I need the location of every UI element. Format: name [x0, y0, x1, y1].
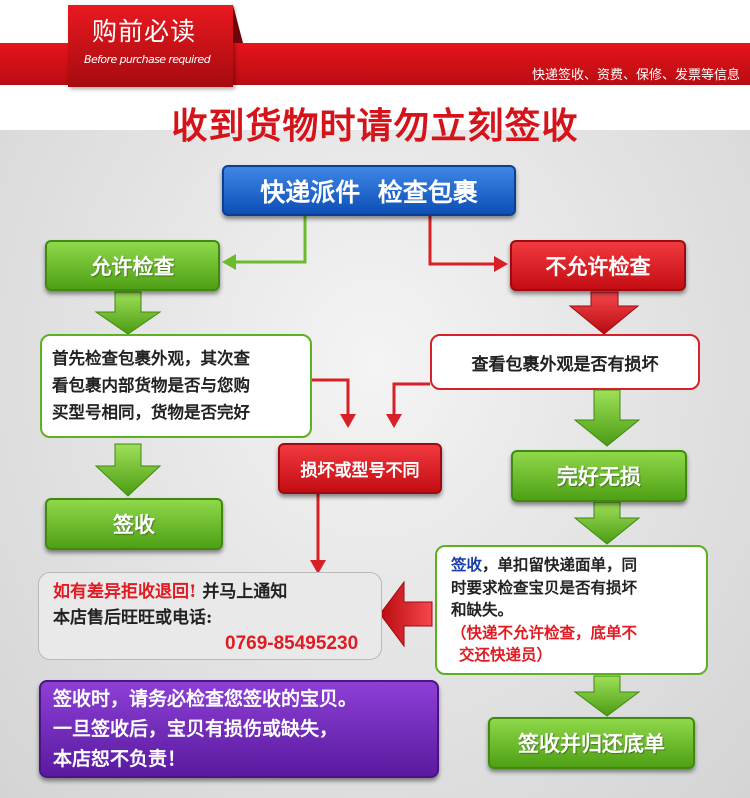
node-allow-check: 允许检查 — [45, 240, 220, 291]
node-intact: 完好无损 — [511, 450, 687, 502]
reject-notice-line-1: 如有差异拒收退回! 并马上通知 — [53, 579, 381, 605]
warning-line-2: 一旦签收后，宝贝有损伤或缺失， — [53, 718, 339, 740]
node-warning: 签收时，请务必检查您签收的宝贝。 一旦签收后，宝贝有损伤或缺失， 本店恕不负责！ — [39, 680, 439, 778]
warning-line-3: 本店恕不负责！ — [53, 748, 187, 770]
connector-damaged-to-reject — [310, 494, 326, 574]
node-sign-off: 签收 — [45, 498, 223, 550]
allow-instructions-line-3: 买型号相同，货物是否完好 — [52, 403, 250, 422]
main-title: 收到货物时请勿立刻签收 — [171, 105, 579, 147]
sign-note-line-3: 和缺失。 — [451, 601, 514, 619]
allow-instructions-line-1: 首先检查包裹外观，其次查 — [52, 349, 250, 368]
reject-notice-line-2: 本店售后旺旺或电话: — [53, 608, 213, 628]
reject-notice-rest: 并马上通知 — [196, 582, 288, 602]
node-sign-return: 签收并归还底单 — [488, 717, 695, 769]
node-allow-check-label: 允许检查 — [90, 254, 175, 279]
arrow-intact-down — [573, 501, 641, 545]
node-reject-notice: 如有差异拒收退回! 并马上通知 本店售后旺旺或电话: 0769-85495230 — [38, 572, 382, 660]
sign-note-sign-word: 签收 — [451, 556, 483, 574]
node-sign-off-label: 签收 — [113, 513, 155, 537]
arrow-signnote-down — [573, 675, 641, 717]
node-intact-label: 完好无损 — [557, 465, 641, 489]
header-tab — [68, 5, 233, 87]
node-disallow-check: 不允许检查 — [510, 240, 686, 291]
arrow-signnote-to-reject — [379, 580, 433, 648]
header-tab-title: 购前必读 — [92, 17, 197, 46]
sign-note-line-4: （快递不允许检查，底单不 — [451, 623, 638, 642]
connector-allow-to-damaged — [312, 378, 356, 428]
node-allow-instructions: 首先检查包裹外观，其次查 看包裹内部货物是否与您购 买型号相同，货物是否完好 — [40, 334, 312, 438]
arrow-disallow-down — [568, 291, 640, 335]
node-damaged-label: 损坏或型号不同 — [300, 461, 420, 481]
connector-start-to-allow — [222, 216, 307, 270]
sign-note-line-5: 交还快递员） — [459, 646, 553, 664]
header-tab-fold — [233, 5, 243, 43]
header-tab-subtitle: Before purchase required — [84, 53, 211, 66]
reject-notice-emphasis: 如有差异拒收退回! — [53, 582, 197, 602]
node-start-label: 快递派件 检查包裹 — [260, 177, 478, 207]
node-disallow-check-label: 不允许检查 — [545, 254, 651, 279]
warning-line-1: 签收时，请务必检查您签收的宝贝。 — [53, 688, 358, 710]
sign-note-line-1-rest: ，单扣留快递面单，同 — [482, 556, 638, 574]
arrow-allow-down — [94, 291, 162, 335]
connector-disallow-to-damaged — [386, 382, 430, 428]
disallow-instructions-text: 查看包裹外观是否有损坏 — [471, 354, 659, 375]
node-sign-note: 签收，单扣留快递面单，同 时要求检查宝贝是否有损坏 和缺失。 （快递不允许检查，… — [435, 545, 708, 675]
reject-notice-phone: 0769-85495230 — [225, 633, 359, 654]
sign-note-line-2: 时要求检查宝贝是否有损坏 — [451, 578, 638, 597]
arrow-disallow-box-down — [573, 389, 641, 447]
node-damaged-or-mismatch: 损坏或型号不同 — [278, 443, 442, 494]
node-disallow-instructions: 查看包裹外观是否有损坏 — [430, 334, 700, 390]
sign-note-line-1: 签收，单扣留快递面单，同 — [451, 554, 706, 577]
connector-start-to-disallow — [428, 216, 508, 272]
arrow-allow-box-down — [94, 443, 162, 497]
node-sign-return-label: 签收并归还底单 — [518, 732, 665, 756]
node-start: 快递派件 检查包裹 — [222, 165, 516, 216]
header-info-text: 快递签收、资费、保修、发票等信息 — [531, 68, 740, 83]
allow-instructions-line-2: 看包裹内部货物是否与您购 — [52, 376, 250, 395]
